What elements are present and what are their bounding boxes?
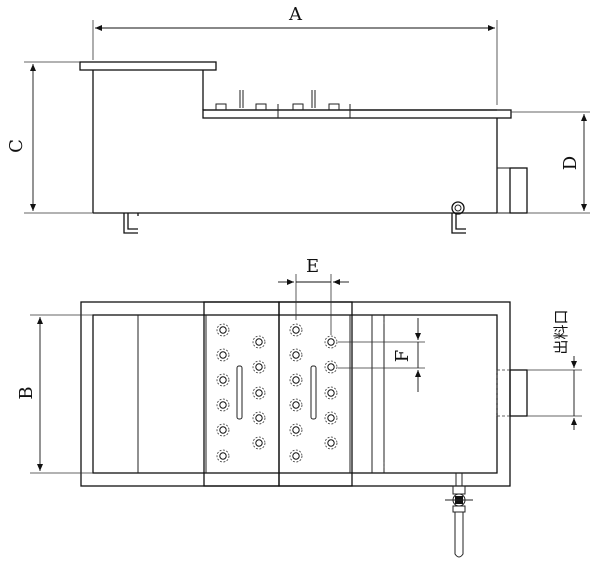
plan-view: B E F 出料口 bbox=[16, 256, 582, 558]
hole-outline bbox=[289, 323, 303, 337]
hole-outline bbox=[216, 398, 230, 412]
dimension-f: F bbox=[338, 318, 425, 392]
label-d: D bbox=[560, 156, 581, 170]
hole bbox=[292, 351, 300, 359]
hole bbox=[327, 389, 335, 397]
hole bbox=[292, 326, 300, 334]
hole-outline bbox=[216, 348, 230, 362]
hole bbox=[327, 439, 335, 447]
hole-outline bbox=[289, 398, 303, 412]
hole bbox=[292, 426, 300, 434]
hole bbox=[219, 376, 227, 384]
hole-outline bbox=[216, 373, 230, 387]
hole bbox=[255, 363, 263, 371]
hole-outline bbox=[252, 436, 266, 450]
hole bbox=[292, 452, 300, 460]
hole bbox=[219, 426, 227, 434]
label-a: A bbox=[288, 4, 303, 25]
inner-frame bbox=[92, 314, 498, 474]
hole bbox=[327, 363, 335, 371]
slot-left bbox=[236, 365, 243, 420]
hole bbox=[292, 376, 300, 384]
hole-outline bbox=[324, 386, 338, 400]
dimension-b: B bbox=[16, 314, 93, 474]
dimension-a: A bbox=[92, 4, 498, 105]
dimension-d: D bbox=[511, 111, 590, 214]
label-c: C bbox=[6, 139, 27, 153]
dimension-c: C bbox=[6, 61, 93, 214]
right-foot bbox=[451, 213, 466, 234]
label-f: F bbox=[392, 350, 413, 363]
left-foot bbox=[123, 213, 139, 234]
label-outlet: 出料口 bbox=[552, 309, 570, 354]
basket-right bbox=[278, 301, 353, 487]
drain-valve bbox=[445, 473, 473, 558]
outlet-plan bbox=[496, 369, 528, 417]
label-e: E bbox=[306, 256, 319, 277]
hole-outline bbox=[289, 423, 303, 437]
basket-handles bbox=[206, 90, 351, 118]
hole-outline bbox=[252, 411, 266, 425]
hole-outline bbox=[324, 411, 338, 425]
top-flange bbox=[79, 61, 217, 71]
hole bbox=[327, 414, 335, 422]
drain-valve-side bbox=[451, 201, 465, 215]
dimension-e: E bbox=[278, 256, 349, 335]
side-view: A C D bbox=[6, 4, 590, 234]
hole-outline bbox=[289, 348, 303, 362]
hole-outline bbox=[252, 386, 266, 400]
hole-array bbox=[216, 323, 338, 463]
hole bbox=[255, 414, 263, 422]
hole bbox=[255, 338, 263, 346]
hole-outline bbox=[216, 323, 230, 337]
hole-outline bbox=[289, 373, 303, 387]
hole-outline bbox=[216, 449, 230, 463]
hole bbox=[255, 439, 263, 447]
hole bbox=[255, 389, 263, 397]
hole bbox=[292, 401, 300, 409]
hole bbox=[219, 452, 227, 460]
side-flange bbox=[202, 109, 512, 119]
hole bbox=[219, 351, 227, 359]
outlet-pipe-side bbox=[509, 167, 528, 214]
hole bbox=[219, 326, 227, 334]
hole-outline bbox=[252, 335, 266, 349]
hole-outline bbox=[324, 335, 338, 349]
hole-outline bbox=[324, 436, 338, 450]
hole-outline bbox=[252, 360, 266, 374]
label-b: B bbox=[16, 386, 37, 399]
slot-right bbox=[310, 365, 317, 420]
hole bbox=[327, 338, 335, 346]
hole bbox=[219, 401, 227, 409]
dimension-outlet: 出料口 bbox=[527, 309, 582, 430]
hole-outline bbox=[216, 423, 230, 437]
hole-outline bbox=[289, 449, 303, 463]
hole-outline bbox=[324, 360, 338, 374]
